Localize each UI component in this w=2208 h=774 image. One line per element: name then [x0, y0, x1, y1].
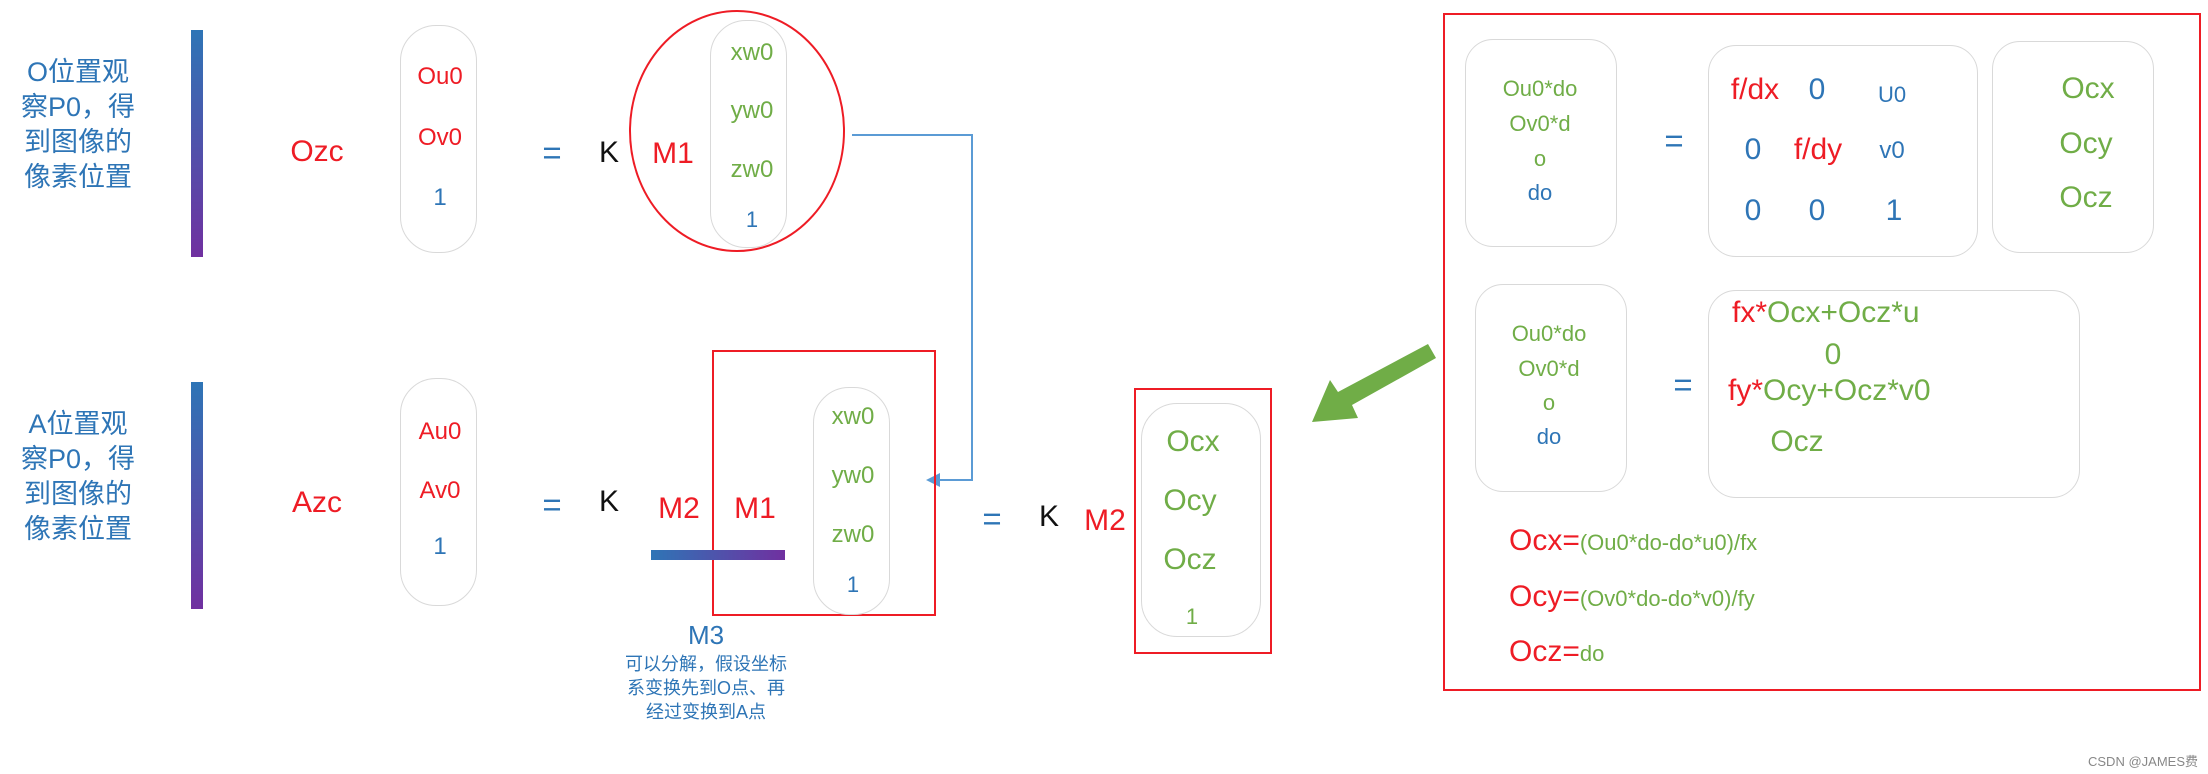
top-caption: O位置观察P0，得到图像的像素位置 [20, 57, 136, 192]
derivation-rhs2-line-4: Ocz [1770, 425, 1824, 458]
green-pointer-arrow [1312, 344, 1436, 422]
intrinsic-matrix [1708, 45, 1978, 257]
m3-title: M3 [687, 620, 725, 650]
solution-ocx: Ocx=(Ou0*do-do*u0)/fx [1509, 524, 1758, 557]
derivation-rhs2-line-1: fx*Ocx+Ocz*u [1732, 296, 1920, 329]
top-world-vector-entry-4: 1 [745, 207, 759, 232]
bottom-cam-vector-entry-4: 1 [1185, 604, 1199, 629]
bottom-world-vector-entry-4: 1 [846, 572, 860, 597]
top-k: K [598, 136, 620, 169]
bottom-cam-vector-entry-3: Ocz [1163, 543, 1217, 576]
derivation-equals-2: = [1673, 366, 1693, 403]
intrinsic-r2-c1: 0 [1744, 133, 1762, 166]
derivation-cam-entry-2: Ocy [2059, 127, 2113, 160]
top-gradient-bar [191, 30, 203, 257]
bottom-cam-vector [1141, 403, 1261, 637]
top-lhs-vector-entry-2: Ov0 [417, 124, 463, 151]
derivation-equals-1: = [1664, 122, 1684, 159]
intrinsic-r3-c1: 0 [1744, 194, 1762, 227]
derivation-lhs2-vector [1475, 284, 1627, 492]
bottom-lhs-vector-entry-3: 1 [433, 533, 447, 560]
solution-ocy: Ocy=(Ov0*do-do*v0)/fy [1509, 580, 1755, 613]
bottom-k-2: K [1038, 500, 1060, 533]
derivation-lhs2-line-1: Ou0*do [1511, 321, 1587, 346]
bottom-world-vector-entry-2: yw0 [831, 462, 875, 489]
bottom-equals: = [542, 486, 562, 523]
bottom-cam-vector-entry-1: Ocx [1166, 425, 1220, 458]
bottom-lhs-vector [400, 378, 477, 606]
derivation-rhs2-line-2: 0 [1824, 338, 1842, 371]
bottom-world-vector-entry-1: xw0 [831, 403, 875, 430]
derivation-cam-entry-3: Ocz [2059, 181, 2113, 214]
derivation-lhs1-line-4: do [1527, 180, 1553, 205]
cam-vector-highlight-box [1134, 388, 1272, 654]
bottom-world-vector [813, 387, 890, 615]
bottom-lhs-vector-entry-1: Au0 [418, 418, 462, 445]
intrinsic-r3-c3: 1 [1885, 194, 1903, 227]
bottom-lhs-scale: Azc [291, 486, 343, 519]
bottom-caption: A位置观察P0，得到图像的像素位置 [20, 409, 136, 544]
intrinsic-r1-c3: U0 [1877, 82, 1907, 107]
intrinsic-r1-c1: f/dx [1730, 73, 1780, 106]
bottom-k: K [598, 485, 620, 518]
top-lhs-vector [400, 25, 477, 253]
derivation-cam-vector [1992, 41, 2154, 253]
derivation-lhs1-line-2: Ov0*d [1509, 111, 1571, 136]
derivation-lhs2-line-2: Ov0*d [1518, 356, 1580, 381]
bottom-lhs-vector-entry-2: Av0 [419, 477, 461, 504]
top-m1-highlight-ellipse [629, 10, 845, 252]
derivation-panel [1443, 13, 2201, 691]
derivation-lhs2-line-3: o [1542, 390, 1556, 415]
bottom-cam-vector-entry-2: Ocy [1163, 484, 1217, 517]
top-world-vector [710, 20, 787, 248]
substitution-arrow [852, 134, 973, 487]
derivation-lhs1-vector [1465, 39, 1617, 247]
watermark: CSDN @JAMES费 [2088, 754, 2198, 769]
bottom-m2-b: M2 [1084, 504, 1126, 537]
top-equals: = [542, 134, 562, 171]
top-lhs-vector-entry-1: Ou0 [417, 63, 463, 90]
derivation-lhs1-line-3: o [1533, 146, 1547, 171]
derivation-rhs2-vector [1708, 290, 2080, 498]
derivation-cam-entry-1: Ocx [2061, 72, 2115, 105]
bottom-m1: M1 [734, 492, 776, 525]
intrinsic-r2-c2: f/dy [1793, 133, 1843, 166]
top-world-vector-entry-3: zw0 [730, 156, 774, 183]
bottom-gradient-bar [191, 382, 203, 609]
bottom-world-vector-entry-3: zw0 [831, 521, 875, 548]
top-world-vector-entry-1: xw0 [730, 39, 774, 66]
bottom-equals-2: = [982, 500, 1002, 537]
top-m1: M1 [652, 137, 694, 170]
derivation-rhs2-line-3: fy*Ocy+Ocz*v0 [1728, 374, 1931, 407]
intrinsic-r1-c2: 0 [1808, 73, 1826, 106]
intrinsic-r2-c3: v0 [1879, 137, 1905, 164]
top-lhs-scale: Ozc [290, 135, 344, 168]
m3-note: 可以分解，假设坐标系变换先到O点、再经过变换到A点 [625, 654, 787, 722]
bottom-m1-highlight-box [712, 350, 936, 616]
top-world-vector-entry-2: yw0 [730, 97, 774, 124]
derivation-lhs1-line-1: Ou0*do [1502, 76, 1578, 101]
m3-underline-bar [651, 550, 785, 560]
derivation-lhs2-line-4: do [1536, 424, 1562, 449]
top-lhs-vector-entry-3: 1 [433, 184, 447, 211]
bottom-m2: M2 [658, 492, 700, 525]
intrinsic-r3-c2: 0 [1808, 194, 1826, 227]
solution-ocz: Ocz=do [1509, 635, 1605, 668]
